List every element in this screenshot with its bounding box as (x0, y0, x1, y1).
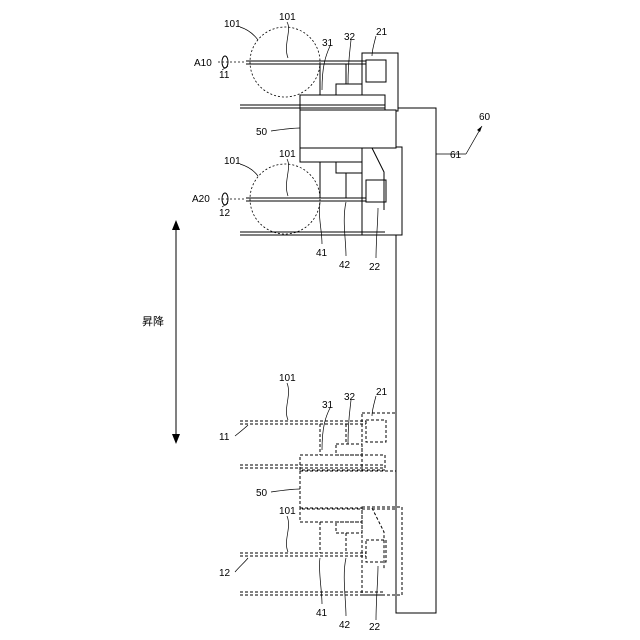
label-11-upper: 11 (219, 70, 230, 81)
label-61: 61 (450, 150, 462, 161)
label-a20: A20 (192, 194, 210, 205)
upper-assembly (218, 27, 402, 235)
label-101-lower: 101 (279, 373, 296, 384)
label-41-lower: 41 (316, 608, 328, 619)
label-101c: 101 (224, 156, 241, 167)
block-42 (336, 162, 362, 173)
axis-a10 (218, 56, 246, 68)
axis-a20 (218, 193, 246, 205)
lift-arrow (172, 220, 180, 444)
label-32-upper: 32 (344, 32, 356, 43)
label-22-upper: 22 (369, 262, 381, 273)
label-101a: 101 (224, 19, 241, 30)
label-21-lower: 21 (376, 387, 388, 398)
block-21-inner (366, 60, 386, 82)
label-50-lower: 50 (256, 488, 268, 499)
base-column-60 (396, 108, 482, 613)
hand-12-base (300, 148, 362, 162)
label-31-upper: 31 (322, 38, 334, 49)
label-31-lower: 31 (322, 400, 334, 411)
label-11-lower: 11 (219, 432, 230, 443)
label-12-lower: 12 (219, 568, 231, 579)
label-12-upper: 12 (219, 208, 231, 219)
label-101b: 101 (279, 12, 296, 23)
label-32-lower: 32 (344, 392, 356, 403)
label-22-lower: 22 (369, 622, 381, 633)
leaders-lower (235, 383, 378, 620)
label-60: 60 (479, 112, 491, 123)
label-42-lower: 42 (339, 620, 351, 631)
substrate-101-lower (250, 164, 320, 234)
block-50 (300, 110, 396, 148)
label-101b-lower: 101 (279, 506, 296, 517)
label-lift: 昇降 (142, 314, 164, 328)
label-50-upper: 50 (256, 127, 268, 138)
label-42-upper: 42 (339, 260, 351, 271)
label-21-upper: 21 (376, 27, 388, 38)
block-32 (336, 84, 362, 95)
block-22-inner (366, 180, 386, 202)
label-101d: 101 (279, 149, 296, 160)
label-a10: A10 (194, 58, 212, 69)
substrate-101-upper (250, 27, 320, 97)
label-41-upper: 41 (316, 248, 328, 259)
